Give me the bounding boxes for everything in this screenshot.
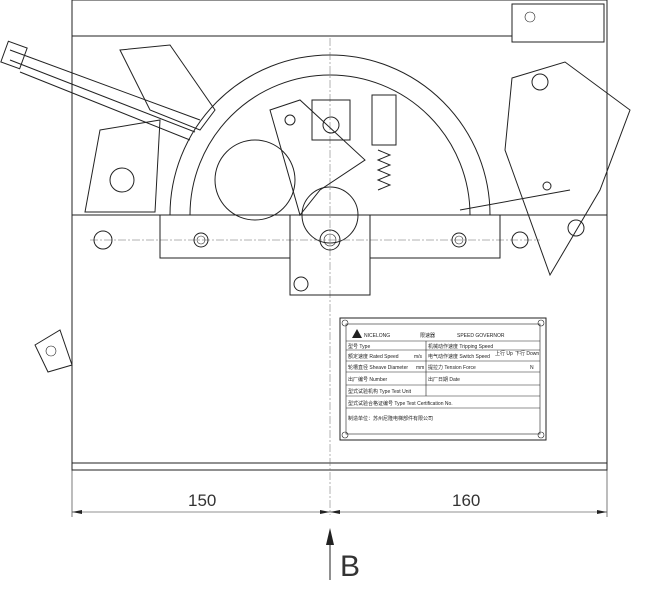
view-arrow — [326, 528, 334, 580]
dimension-lines — [71, 470, 608, 517]
np-tension: 提拉力 Tension Force — [428, 364, 476, 371]
left-lever-arm — [0, 40, 216, 213]
np-sheave: 轮槽直径 Sheave Diameter — [348, 364, 408, 371]
np-down: 下行 Down — [515, 350, 539, 357]
np-n: N — [530, 365, 534, 371]
dimension-right: 160 — [452, 491, 480, 510]
np-speed-unit: m/s — [414, 354, 423, 360]
np-mm: mm — [416, 365, 424, 371]
np-date: 出厂日期 Date — [428, 376, 460, 383]
trip-mechanism — [269, 94, 397, 217]
nameplate — [339, 317, 547, 441]
np-number: 出厂编号 Number — [348, 376, 388, 383]
housing-frame — [71, 0, 608, 471]
nameplate-title-cn: 限速器 — [420, 332, 435, 339]
np-tripping: 机械动作速度 Tripping Speed — [428, 343, 493, 350]
right-pawl — [459, 11, 631, 277]
np-test-unit: 型式试验机构 Type Test Unit — [348, 388, 412, 395]
mounting-bracket — [93, 214, 529, 296]
dimension-left: 150 — [188, 491, 216, 510]
nameplate-brand: NICELONG — [364, 333, 390, 339]
np-cert: 型式试验合格证编号 Type Test Certification No. — [348, 400, 453, 407]
np-switch: 电气动作速度 Switch Speed — [428, 353, 490, 360]
nameplate-title-en: SPEED GOVERNOR — [457, 333, 505, 339]
np-rated-speed: 额定速度 Rated Speed — [348, 353, 399, 360]
np-type: 型号 Type — [348, 343, 370, 350]
view-label: B — [340, 550, 360, 583]
np-up: 上行 Up — [495, 350, 513, 357]
np-manufacturer: 制造单位：苏州尼隆电梯部件有限公司 — [348, 415, 433, 422]
side-bracket — [34, 329, 73, 373]
